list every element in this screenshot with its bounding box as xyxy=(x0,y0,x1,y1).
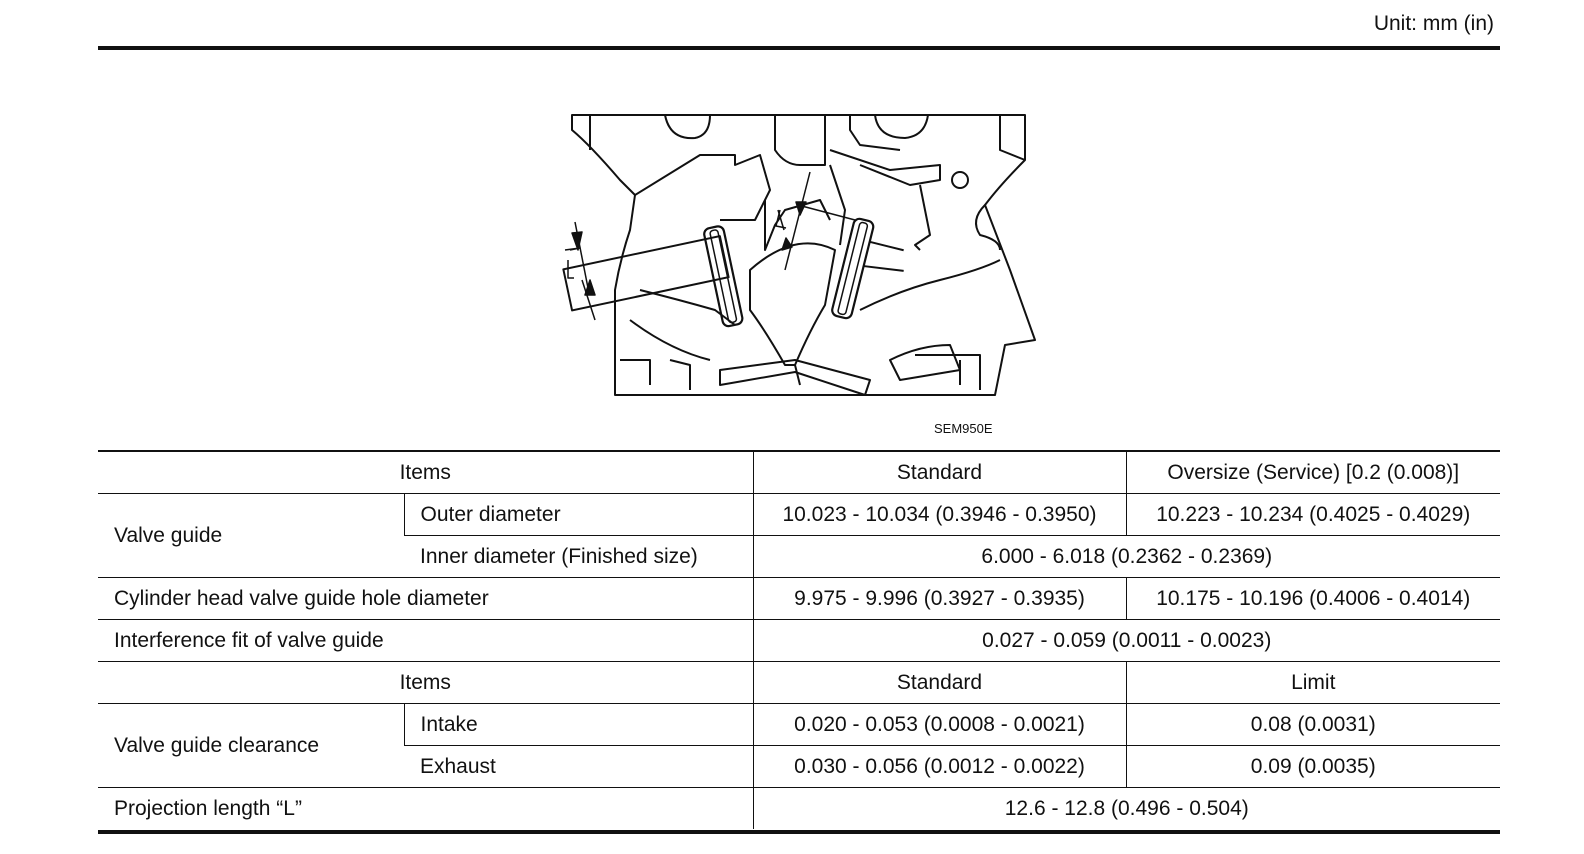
projection-length-label: Projection length “L” xyxy=(98,787,753,829)
casting-outline xyxy=(571,114,1036,396)
table-row: Exhaust 0.030 - 0.056 (0.0012 - 0.0022) … xyxy=(98,745,1500,788)
table-row: Projection length “L” 12.6 - 12.8 (0.496… xyxy=(98,787,1500,829)
hole-diameter-oversize: 10.175 - 10.196 (0.4006 - 0.4014) xyxy=(1125,577,1500,620)
projection-length-value: 12.6 - 12.8 (0.496 - 0.504) xyxy=(752,787,1500,829)
inner-diameter-value: 6.000 - 6.018 (0.2362 - 0.2369) xyxy=(752,535,1500,578)
intake-standard: 0.020 - 0.053 (0.0008 - 0.0021) xyxy=(752,703,1126,746)
header-items-2: Items xyxy=(98,661,753,704)
table-row: Interference fit of valve guide 0.027 - … xyxy=(98,619,1500,662)
exhaust-limit: 0.09 (0.0035) xyxy=(1125,745,1500,788)
table-header-row: Items Standard Oversize (Service) [0.2 (… xyxy=(98,450,1500,494)
cylinder-head-diagram xyxy=(560,110,1040,402)
header-standard: Standard xyxy=(752,450,1126,494)
interference-fit-label: Interference fit of valve guide xyxy=(98,619,753,662)
unit-label: Unit: mm (in) xyxy=(1373,12,1494,35)
valve-guide-spec-table: Items Standard Oversize (Service) [0.2 (… xyxy=(98,450,1500,829)
header-items: Items xyxy=(98,450,753,494)
hole-diameter-standard: 9.975 - 9.996 (0.3927 - 0.3935) xyxy=(752,577,1126,620)
bottom-divider xyxy=(98,830,1500,834)
header-oversize: Oversize (Service) [0.2 (0.008)] xyxy=(1125,450,1500,494)
outer-diameter-oversize: 10.223 - 10.234 (0.4025 - 0.4029) xyxy=(1125,493,1500,536)
outer-diameter-standard: 10.023 - 10.034 (0.3946 - 0.3950) xyxy=(752,493,1126,536)
top-divider xyxy=(98,46,1500,50)
exhaust-standard: 0.030 - 0.056 (0.0012 - 0.0022) xyxy=(752,745,1126,788)
inner-diameter-label: Inner diameter (Finished size) xyxy=(404,535,753,578)
table-row: Cylinder head valve guide hole diameter … xyxy=(98,577,1500,620)
table-row: Valve guide Outer diameter 10.023 - 10.0… xyxy=(98,493,1500,578)
table-row: Valve guide clearance Intake 0.020 - 0.0… xyxy=(98,703,1500,788)
exhaust-label: Exhaust xyxy=(404,745,753,788)
header-standard-2: Standard xyxy=(752,661,1126,704)
table-header-row: Items Standard Limit xyxy=(98,661,1500,704)
outer-diameter-label: Outer diameter xyxy=(403,493,753,536)
intake-label: Intake xyxy=(403,703,753,746)
figure-code: SEM950E xyxy=(934,421,993,436)
interference-fit-value: 0.027 - 0.059 (0.0011 - 0.0023) xyxy=(752,619,1500,662)
header-limit: Limit xyxy=(1125,661,1500,704)
intake-limit: 0.08 (0.0031) xyxy=(1125,703,1500,746)
clearance-label: Valve guide clearance xyxy=(98,703,404,788)
hole-diameter-label: Cylinder head valve guide hole diameter xyxy=(98,577,753,620)
table-row: Inner diameter (Finished size) 6.000 - 6… xyxy=(98,535,1500,578)
valve-guide-label: Valve guide xyxy=(98,493,404,578)
